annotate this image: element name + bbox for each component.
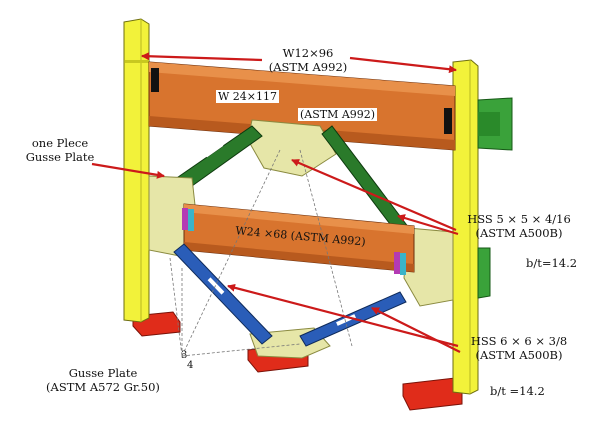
arrow-one-piece-gusset <box>91 162 165 179</box>
annotation-arrows <box>91 52 461 353</box>
arrow-hss-lower-a <box>227 283 459 348</box>
arrow-col-right <box>349 56 457 74</box>
label-hss-lower-bt: b/t =14.2 <box>490 384 545 398</box>
label-gusset-plate: Gusse Plate (ASTM A572 Gr.50) <box>46 366 160 394</box>
label-top-beam-size: W 24×117 <box>216 90 280 103</box>
arrow-hss-upper-b <box>397 214 459 236</box>
label-hss-upper-bt: b/t=14.2 <box>526 256 578 270</box>
arrow-col-left <box>141 52 263 62</box>
connection-right-mid <box>477 247 491 299</box>
label-hss-upper: HSS 5 × 5 × 4/16 (ASTM A500B) <box>467 212 571 240</box>
middle-beam <box>182 203 415 275</box>
label-hss-lower: HSS 6 × 6 × 3/8 (ASTM A500B) <box>470 334 568 362</box>
label-column: W12×96 (ASTM A992) <box>262 46 354 74</box>
column-right <box>452 59 479 395</box>
dim-4: 4 <box>187 360 193 371</box>
brace-lower-left <box>173 243 273 345</box>
reference-lines <box>169 149 353 357</box>
column-spec: (ASTM A992) <box>268 60 348 74</box>
label-top-beam-spec: (ASTM A992) <box>298 108 378 121</box>
column-size: W12×96 <box>282 46 334 60</box>
arrow-hss-lower-b <box>371 307 461 353</box>
dim-3: 3 <box>181 350 187 361</box>
arrow-hss-upper-a <box>291 158 457 232</box>
label-one-piece-gusset: one Plece Gusse Plate <box>25 136 95 164</box>
connection-right-top <box>477 97 513 151</box>
